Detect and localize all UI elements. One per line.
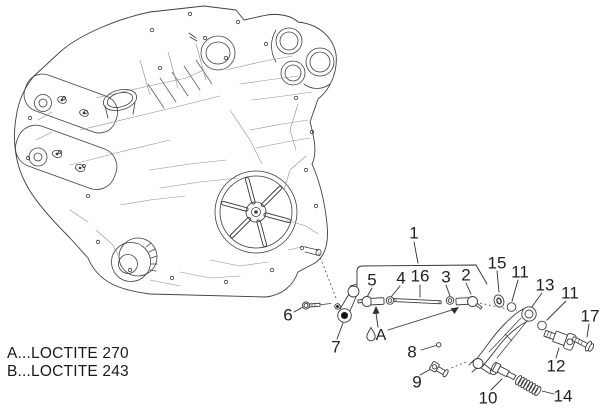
part-pin-10 — [491, 361, 517, 380]
callout-3: 3 — [441, 267, 451, 287]
callout-12: 12 — [546, 356, 566, 376]
callout-8: 8 — [407, 342, 417, 362]
part-bolt-9 — [429, 361, 449, 378]
callout-10: 10 — [478, 388, 498, 408]
part-spring-14 — [514, 375, 542, 397]
part-nut-4 — [385, 296, 395, 305]
part-gear-pedal-13 — [468, 306, 537, 376]
part-rod-16 — [393, 298, 442, 305]
legend-line-a: A...LOCTITE 270 — [7, 345, 129, 362]
shift-shaft-stub — [304, 246, 322, 257]
group-bracket — [356, 264, 488, 287]
part-clip-8 — [420, 342, 442, 351]
part-bolt-17 — [571, 336, 595, 352]
legend: A...LOCTITE 270 B...LOCTITE 243 — [7, 345, 129, 381]
adhesive-marker-arrows — [366, 306, 459, 342]
part-ball-joint-2 — [455, 296, 483, 310]
part-washer-15 — [493, 294, 505, 308]
callout-17: 17 — [580, 306, 600, 326]
part-bolt-6 — [301, 301, 332, 310]
callout-6: 6 — [283, 305, 293, 325]
callout-14: 14 — [553, 386, 573, 406]
part-ball-joint-5 — [357, 296, 385, 307]
callout-9: 9 — [412, 372, 422, 392]
leader-lines — [293, 241, 590, 395]
part-bolt-12 — [543, 329, 577, 351]
callout-11: 11 — [561, 283, 579, 303]
callout-7: 7 — [331, 337, 341, 357]
callout-16: 16 — [410, 266, 430, 286]
callout-13: 13 — [535, 275, 555, 295]
engine-illustration — [14, 5, 337, 298]
adhesive-point-label: A — [375, 327, 387, 344]
callout-4: 4 — [396, 268, 406, 288]
legend-line-b: B...LOCTITE 243 — [7, 363, 129, 380]
part-shift-lever-7 — [334, 283, 360, 323]
adhesive-drop-icon — [366, 326, 376, 342]
callout-15: 15 — [487, 253, 507, 273]
callout-11: 11 — [511, 262, 529, 282]
callout-2: 2 — [461, 265, 471, 285]
part-nut-3 — [445, 296, 455, 305]
part-shim-11b — [537, 320, 547, 331]
callout-5: 5 — [367, 270, 377, 290]
part-shim-11a — [506, 302, 517, 312]
callout-1: 1 — [409, 223, 419, 243]
